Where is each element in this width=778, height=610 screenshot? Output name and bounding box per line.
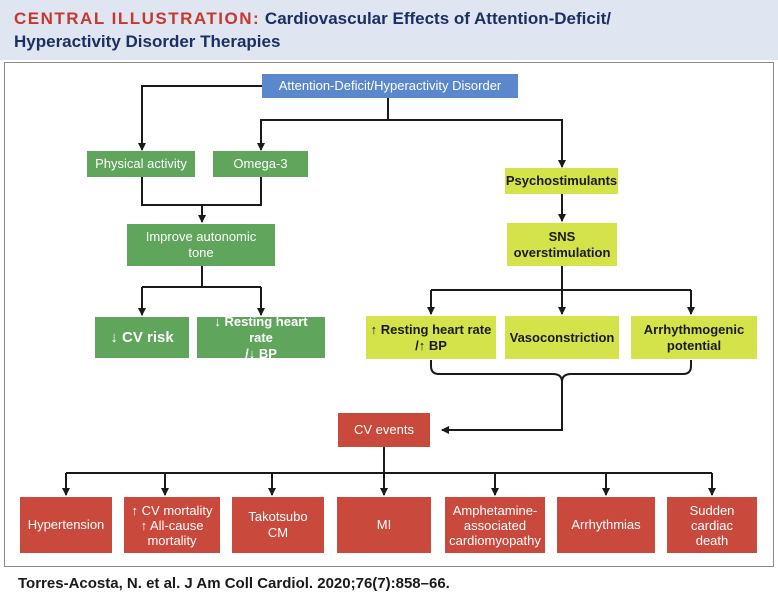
node-resting-hr-up-label: ↑ Resting heart rate /↑ BP — [370, 321, 492, 353]
node-arrhythmogenic-potential-label: Arrhythmogenic potential — [643, 321, 745, 353]
node-psychostimulants: Psychostimulants — [505, 168, 618, 194]
line-cv-events-distribution — [66, 447, 712, 474]
node-psychostimulants-label: Psychostimulants — [505, 173, 618, 188]
node-resting-hr-down: ↓ Resting heart rate /↓ BP — [197, 314, 325, 361]
node-cv-mortality: ↑ CV mortality ↑ All-cause mortality — [124, 497, 220, 553]
node-physical-activity-label: Physical activity — [95, 156, 187, 171]
node-amphetamine-cardiomyopathy-label: Amphetamine- associated cardiomyopathy — [449, 502, 541, 548]
node-amphetamine-cardiomyopathy: Amphetamine- associated cardiomyopathy — [445, 497, 545, 553]
node-omega3-label: Omega-3 — [233, 156, 288, 171]
node-omega3: Omega-3 — [213, 151, 308, 177]
line-left-merge — [141, 177, 262, 206]
node-physical-activity: Physical activity — [87, 151, 195, 177]
node-cv-events-label: CV events — [354, 422, 414, 437]
node-cv-risk: ↓ CV risk — [95, 317, 189, 358]
node-takotsubo-cm: Takotsubo CM — [232, 497, 324, 553]
node-cv-mortality-label: ↑ CV mortality ↑ All-cause mortality — [131, 502, 213, 548]
node-resting-hr-down-label: ↓ Resting heart rate /↓ BP — [214, 313, 308, 361]
node-adhd-label: Attention-Deficit/Hyperactivity Disorder — [278, 78, 502, 93]
citation: Torres-Acosta, N. et al. J Am Coll Cardi… — [18, 575, 450, 592]
node-arrhythmogenic-potential: Arrhythmogenic potential — [631, 316, 757, 359]
line-autonomic-split — [142, 266, 261, 288]
brace-lime-group — [430, 360, 692, 383]
node-improve-autonomic-tone-label: Improve autonomic tone — [145, 229, 257, 260]
diagram-frame — [4, 62, 774, 567]
node-mi-label: MI — [376, 517, 392, 532]
node-sudden-cardiac-death-label: Sudden cardiac death — [689, 502, 735, 548]
header-title-line-1: CENTRAL ILLUSTRATION: Cardiovascular Eff… — [14, 8, 611, 29]
central-illustration-tag: CENTRAL ILLUSTRATION: — [14, 9, 261, 28]
node-arrhythmias-label: Arrhythmias — [571, 517, 641, 532]
node-hypertension-label: Hypertension — [27, 517, 105, 532]
node-adhd: Attention-Deficit/Hyperactivity Disorder — [262, 74, 518, 98]
node-takotsubo-cm-label: Takotsubo CM — [248, 509, 308, 540]
node-resting-hr-up: ↑ Resting heart rate /↑ BP — [366, 316, 496, 359]
arrow-adhd-to-psychostimulants — [388, 119, 566, 168]
arrow-adhd-to-physical-activity — [138, 85, 265, 151]
node-vasoconstriction: Vasoconstriction — [505, 316, 619, 359]
node-vasoconstriction-label: Vasoconstriction — [509, 329, 615, 345]
node-cv-risk-label: ↓ CV risk — [110, 328, 174, 346]
node-mi: MI — [337, 497, 431, 553]
arrow-adhd-to-omega3 — [257, 97, 389, 151]
node-arrhythmias: Arrhythmias — [557, 497, 655, 553]
arrow-to-cv-events — [441, 382, 563, 434]
node-cv-events: CV events — [338, 413, 430, 447]
node-sns-overstimulation-label: SNS overstimulation — [513, 228, 611, 260]
header-title-line-2: Hyperactivity Disorder Therapies — [14, 32, 281, 51]
line-sns-split — [431, 266, 691, 291]
header-banner: CENTRAL ILLUSTRATION: Cardiovascular Eff… — [0, 0, 778, 60]
node-sns-overstimulation: SNS overstimulation — [507, 223, 617, 266]
node-improve-autonomic-tone: Improve autonomic tone — [127, 224, 275, 266]
title-text-1: Cardiovascular Effects of Attention-Defi… — [264, 9, 611, 28]
node-sudden-cardiac-death: Sudden cardiac death — [667, 497, 757, 553]
node-hypertension: Hypertension — [20, 497, 112, 553]
